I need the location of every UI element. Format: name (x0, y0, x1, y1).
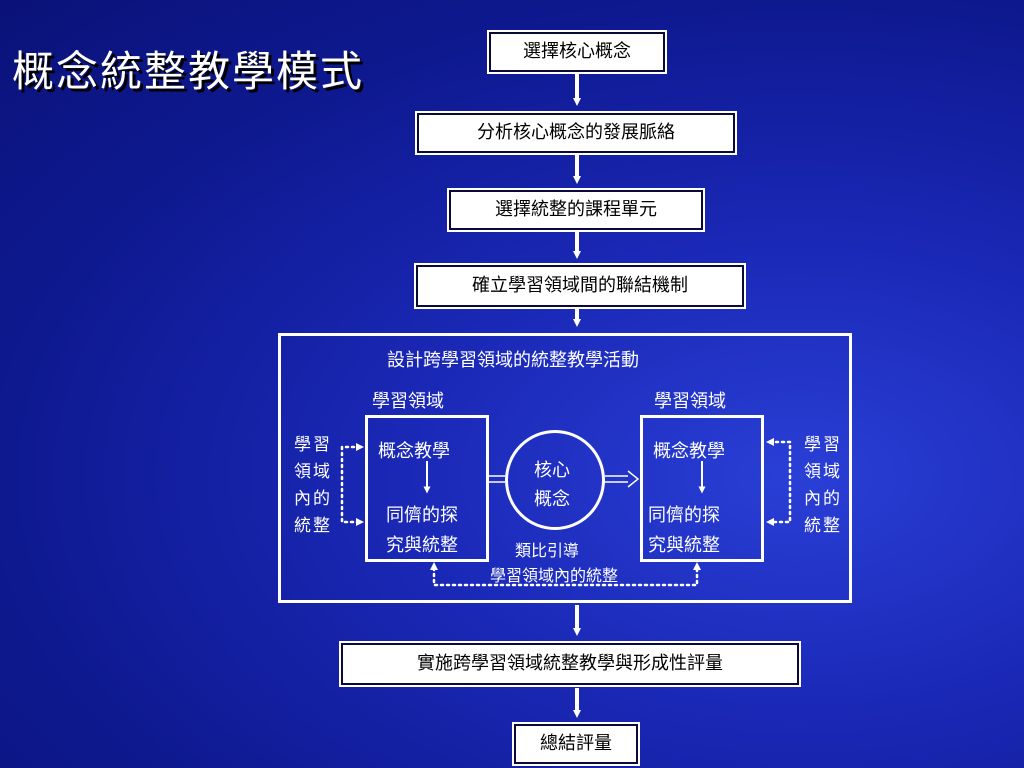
left-peer-inquiry-line2: 究與統整 (386, 535, 458, 556)
right-concept-teaching: 概念教學 (653, 441, 725, 462)
slide-title: 概念統整教學模式 (12, 47, 365, 96)
core-concept-line2: 概念 (534, 489, 570, 510)
right-peer-inquiry-line1: 同儕的探 (648, 505, 720, 526)
step-analyze-development: 分析核心概念的發展脈絡 (415, 111, 737, 155)
activity-heading: 設計跨學習領域的統整教學活動 (387, 350, 639, 371)
left-concept-teaching: 概念教學 (378, 441, 450, 462)
right-domain-label: 學習領域 (654, 391, 726, 412)
bottom-integration-text: 學習領域內的統整 (490, 566, 619, 585)
step-select-core-concept: 選擇核心概念 (487, 30, 667, 74)
step-summative-assessment: 總結評量 (512, 722, 640, 766)
left-domain-box (365, 415, 489, 562)
step-implement-teaching: 實施跨學習領域統整教學與形成性評量 (339, 641, 801, 687)
right-peer-inquiry-line2: 究與統整 (648, 535, 720, 556)
left-peer-inquiry-line1: 同儕的探 (386, 505, 458, 526)
right-domain-box (640, 415, 764, 562)
analogy-guidance-text: 類比引導 (515, 541, 580, 560)
left-domain-label: 學習領域 (372, 391, 444, 412)
step-establish-links: 確立學習領域間的聯結機制 (414, 263, 746, 309)
step-select-units: 選擇統整的課程單元 (447, 188, 705, 232)
core-concept-line1: 核心 (534, 460, 570, 481)
right-intra-domain-integration: 學習領域內的統整 (804, 435, 842, 536)
left-intra-domain-integration: 學習領域內的統整 (294, 435, 332, 536)
activity-design-frame (278, 333, 852, 603)
core-concept-circle (505, 430, 605, 530)
